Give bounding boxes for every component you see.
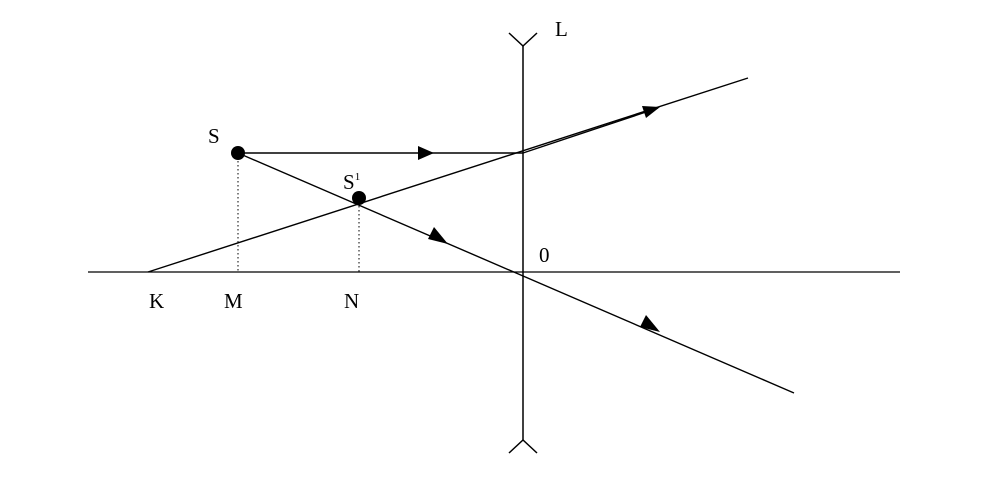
ray-centre-arrow-1 (428, 227, 448, 244)
lens-bottom-cap (508, 438, 538, 454)
image-label-main: S (343, 170, 355, 194)
lens-label: L (555, 17, 568, 41)
image-point (352, 191, 366, 205)
origin-label: 0 (539, 243, 550, 267)
ray-refracted-arrow (642, 106, 660, 118)
ray-parallel-arrow (418, 146, 434, 160)
image-label: S1 (343, 170, 360, 194)
ray-centre-arrow-2 (640, 315, 660, 332)
ray-through-centre (237, 152, 795, 394)
point-n-label: N (344, 289, 359, 313)
point-m-label: M (224, 289, 243, 313)
ray-refracted (522, 107, 659, 154)
source-point (231, 146, 245, 160)
lens-top-cap (508, 32, 538, 48)
point-k-label: K (149, 289, 164, 313)
image-label-sup: 1 (355, 171, 361, 183)
source-label: S (208, 124, 220, 148)
diverging-lens (508, 32, 538, 454)
